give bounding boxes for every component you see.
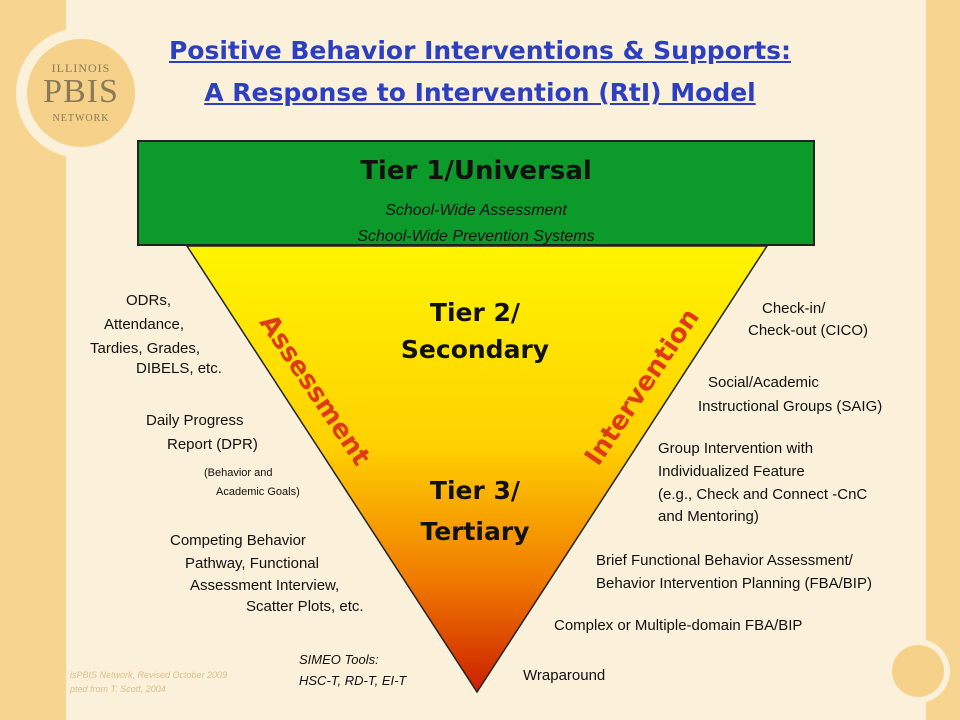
decorative-circle [892, 645, 944, 697]
assessment-scatter-plots: Scatter Plots, etc. [246, 598, 364, 615]
assessment-attendance: Attendance, [104, 316, 185, 333]
triangle-shape [185, 245, 769, 694]
intervention-mentoring: and Mentoring) [658, 508, 759, 525]
tier-3-label: Tier 3/ Tertiary [400, 476, 550, 546]
slide-title-line-1: Positive Behavior Interventions & Suppor… [168, 36, 792, 65]
assessment-dibels: DIBELS, etc. [136, 360, 222, 377]
assessment-interview: Assessment Interview, [190, 577, 340, 594]
tier-2-line-1: Tier 2/ [429, 298, 521, 327]
slide-title-line-2: A Response to Intervention (RtI) Model [204, 78, 756, 107]
assessment-dpr-note-1: (Behavior and [204, 467, 273, 479]
assessment-daily-progress: Daily Progress [146, 412, 244, 429]
intervention-check-in: Check-in/ [762, 300, 826, 317]
assessment-dpr: Report (DPR) [167, 436, 258, 453]
tier-1-title: Tier 1/Universal [360, 156, 592, 186]
logo-line-1: ILLINOIS [51, 61, 111, 75]
intervention-bip: Behavior Intervention Planning (FBA/BIP) [596, 575, 872, 592]
assessment-pathway: Pathway, Functional [185, 555, 319, 572]
credit-line-1: isPBIS Network, Revised October 2009 [70, 670, 228, 680]
intervention-individualized: Individualized Feature [658, 463, 805, 480]
credit-line-2: pted from T. Scott, 2004 [70, 684, 166, 694]
tier-1-subtitle-1: School-Wide Assessment [385, 202, 567, 219]
tier-1-subtitle-2: School-Wide Prevention Systems [357, 228, 595, 245]
illinois-pbis-logo: ILLINOIS PBIS NETWORK [27, 39, 135, 147]
assessment-dpr-note-2: Academic Goals) [216, 486, 300, 498]
tier-2-line-2: Secondary [400, 335, 550, 364]
right-border-bar [926, 0, 960, 720]
assessment-tardies-grades: Tardies, Grades, [90, 340, 201, 357]
intervention-group: Group Intervention with [658, 440, 814, 457]
tier-2-label: Tier 2/ Secondary [400, 298, 550, 364]
intervention-check-out: Check-out (CICO) [748, 322, 869, 339]
intervention-cnc: (e.g., Check and Connect -CnC [658, 486, 868, 503]
intervention-complex-fba: Complex or Multiple-domain FBA/BIP [554, 617, 803, 634]
intervention-social-academic: Social/Academic [708, 374, 819, 391]
intervention-brief-fba: Brief Functional Behavior Assessment/ [596, 552, 853, 569]
logo-line-2: PBIS [43, 73, 119, 110]
assessment-competing-behavior: Competing Behavior [170, 532, 306, 549]
tier-3-line-1: Tier 3/ [429, 476, 521, 505]
tier-3-line-2: Tertiary [420, 517, 530, 546]
intervention-saig: Instructional Groups (SAIG) [698, 398, 883, 415]
assessment-odrs: ODRs, [126, 292, 171, 309]
logo-line-3: NETWORK [52, 113, 110, 124]
simeo-tools-list: HSC-T, RD-T, EI-T [299, 673, 407, 688]
simeo-tools-title: SIMEO Tools: [299, 652, 379, 667]
tier-1-universal-box: Tier 1/Universal School-Wide Assessment … [137, 140, 815, 246]
intervention-wraparound: Wraparound [523, 667, 606, 684]
